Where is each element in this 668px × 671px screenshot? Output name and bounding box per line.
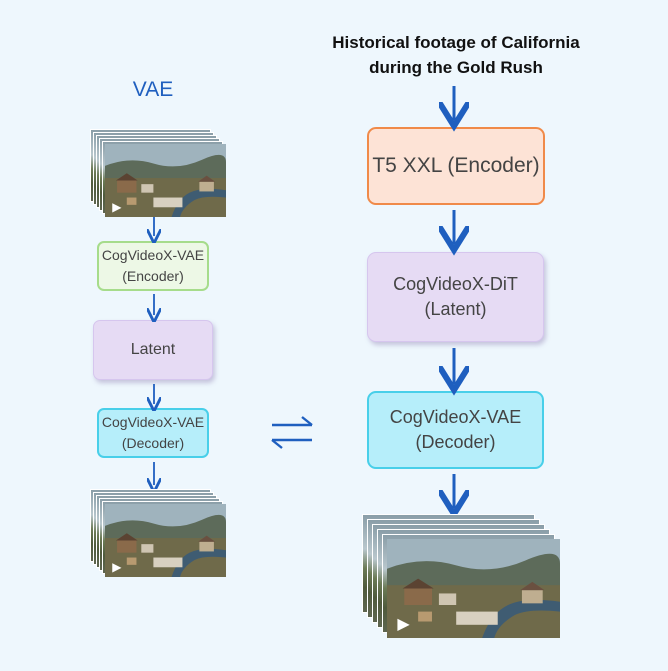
dit-vae-decoder-box: CogVideoX-VAE (Decoder) (367, 391, 544, 469)
dit-box: CogVideoX-DiT (Latent) (367, 252, 544, 342)
video-frame-front: ▶ (105, 144, 226, 217)
vae-encoder-line-1: CogVideoX-VAE (101, 247, 205, 263)
text-prompt: Historical footage of California during … (318, 30, 594, 80)
play-icon: ▶ (112, 559, 122, 574)
vae-encoder-box: CogVideoX-VAE (Encoder) (97, 241, 209, 291)
vae-decoder-line-2: (Decoder) (121, 435, 185, 451)
vae-encoder-line-2: (Encoder) (122, 268, 184, 284)
vae-title: VAE (132, 78, 174, 101)
t5-encoder-label: T5 XXL (Encoder) (372, 154, 540, 177)
video-frame-front: ▶ (105, 504, 226, 577)
dit-decoder-line-2: (Decoder) (415, 432, 496, 452)
reconstructed-video-stack: ▶ (90, 489, 226, 577)
prompt-line-2: during the Gold Rush (369, 58, 543, 77)
latent-box: Latent (93, 320, 213, 380)
latent-label: Latent (130, 341, 176, 358)
dit-line-1: CogVideoX-DiT (393, 274, 518, 294)
play-icon: ▶ (112, 199, 122, 214)
dit-decoder-line-1: CogVideoX-VAE (389, 407, 522, 427)
video-frame-front: ▶ (387, 539, 560, 638)
swap-arrows-icon (271, 416, 313, 449)
input-video-stack: ▶ (90, 129, 226, 217)
play-icon: ▶ (397, 614, 410, 634)
vae-decoder-line-1: CogVideoX-VAE (101, 414, 205, 430)
dit-line-2: (Latent) (424, 299, 487, 319)
t5-encoder-box: T5 XXL (Encoder) (367, 127, 545, 205)
generated-video-stack: ▶ (362, 514, 560, 638)
prompt-line-1: Historical footage of California (332, 33, 580, 52)
